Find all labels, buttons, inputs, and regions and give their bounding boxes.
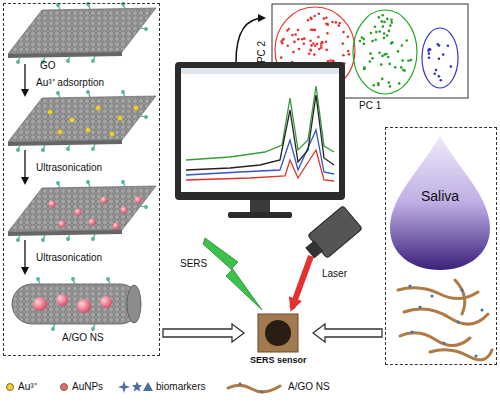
legend-text: AuNPs <box>72 381 103 393</box>
legend-text: A/GO NS <box>288 381 330 393</box>
node-label: Au³⁺ adsorption <box>36 77 104 89</box>
node-label: GO <box>40 60 56 72</box>
sers-signal <box>203 238 262 310</box>
nanoscroll-tube <box>12 278 141 331</box>
hollow-arrow <box>313 324 382 342</box>
hollow-arrow <box>163 324 244 342</box>
sensor-node: SERS sensor <box>246 312 311 368</box>
fiber-biomarkers <box>408 284 483 357</box>
fiber-icon <box>228 383 280 394</box>
graphene-oxide-sheets <box>8 3 156 273</box>
legend-swatch <box>60 383 68 391</box>
legend-text: Au³⁺ <box>18 381 37 393</box>
legend-text: biomarkers <box>156 381 205 393</box>
biomarker-icons <box>118 381 153 393</box>
saliva-drop <box>390 135 490 270</box>
node-label: SERS sensor <box>250 354 307 366</box>
plain-label: PC 2 <box>256 41 268 63</box>
plain-label: SERS <box>180 258 207 270</box>
node-label: A/GO NS <box>62 332 104 344</box>
legend-swatch <box>6 383 14 391</box>
panel-box: Saliva <box>385 127 497 365</box>
fibers <box>398 280 492 360</box>
plain-label: PC 1 <box>359 100 381 112</box>
node-label: Ultrasonication <box>36 162 102 174</box>
monitor <box>175 62 345 218</box>
node-label: Saliva <box>421 188 459 205</box>
sensor-chip <box>258 314 298 352</box>
laser-beam <box>292 256 311 308</box>
panel-box: GOAu³⁺ adsorptionUltrasonicationUltrason… <box>3 3 160 356</box>
node-label: Ultrasonication <box>36 252 102 264</box>
plain-label: Laser <box>322 268 347 280</box>
